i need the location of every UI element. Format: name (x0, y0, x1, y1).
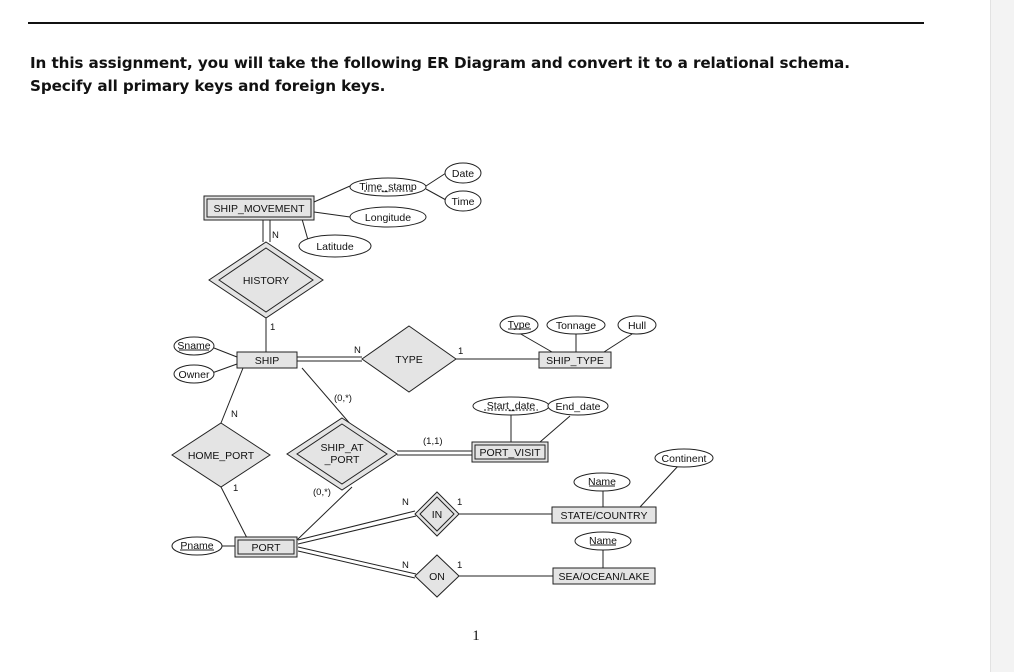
port-visit-label: PORT_VISIT (479, 447, 541, 459)
entity-ship: SHIP (236, 351, 298, 369)
attr-continent-oval (654, 448, 714, 468)
attr-latitude: Latitude (316, 241, 354, 253)
entity-port-visit: PORT_VISIT (471, 441, 549, 463)
attr-owner-oval (173, 364, 215, 384)
attr-owner: Owner (179, 369, 210, 381)
attr-name-state-oval (573, 472, 631, 492)
card-history-1: 1 (270, 322, 275, 333)
ship-at-port-label-1: SHIP_AT (321, 442, 365, 454)
relationship-history: HISTORY (208, 241, 324, 319)
attr-hull: Hull (628, 320, 646, 332)
card-ship-at-visit: (1,1) (423, 436, 443, 447)
entity-sea-ocean-lake: SEA/OCEAN/LAKE (552, 567, 656, 585)
entity-port: PORT (234, 536, 298, 558)
relationship-on: ON (414, 554, 460, 598)
state-country-label: STATE/COUNTRY (561, 510, 648, 522)
ship-label: SHIP (255, 355, 280, 367)
document-page: In this assignment, you will take the fo… (28, 22, 930, 644)
attr-longitude: Longitude (365, 212, 411, 224)
top-rule (28, 22, 924, 24)
card-type-n: N (354, 345, 361, 356)
attr-type: Type (508, 319, 531, 331)
attr-name-state: Name (588, 476, 616, 488)
history-label: HISTORY (243, 275, 289, 287)
card-on-n: N (402, 560, 409, 571)
attr-start-date: Start_date (487, 400, 536, 412)
attr-hull-oval (617, 315, 657, 335)
instruction-line-1: In this assignment, you will take the fo… (30, 54, 850, 72)
card-in-1: 1 (457, 497, 462, 508)
entity-ship-type: SHIP_TYPE (538, 351, 612, 369)
attr-tonnage: Tonnage (556, 320, 596, 332)
card-on-1: 1 (457, 560, 462, 571)
relationship-ship-at-port: SHIP_AT _PORT (286, 417, 398, 491)
entity-state-country: STATE/COUNTRY (551, 506, 657, 524)
ship-type-label: SHIP_TYPE (546, 355, 604, 367)
card-home-port-n: N (231, 409, 238, 420)
attr-name-sea: Name (589, 535, 617, 547)
card-home-port-1: 1 (233, 483, 238, 494)
attr-end-date-oval (547, 396, 609, 416)
right-side-panel (990, 0, 1014, 672)
sea-ocean-lake-label: SEA/OCEAN/LAKE (558, 571, 649, 583)
attr-tonnage-oval (546, 315, 606, 335)
card-ship-at-ship: (0,*) (334, 393, 352, 404)
instruction-line-2: Specify all primary keys and foreign key… (30, 77, 386, 95)
card-in-n: N (402, 497, 409, 508)
attr-sname: Sname (177, 340, 210, 352)
in-label: IN (432, 509, 443, 521)
attr-time-stamp: Time_stamp (359, 181, 417, 193)
card-ship-at-port: (0,*) (313, 487, 331, 498)
attr-time-oval (444, 190, 482, 212)
on-label: ON (429, 571, 445, 583)
card-type-1: 1 (458, 346, 463, 357)
relationship-home-port: HOME_PORT (171, 422, 271, 488)
attr-pname: Pname (180, 540, 213, 552)
home-port-label: HOME_PORT (188, 450, 255, 462)
attr-longitude-oval (349, 206, 427, 228)
relationship-in: IN (414, 491, 460, 537)
attr-date-oval (444, 162, 482, 184)
attr-date: Date (452, 168, 474, 180)
ship-movement-label: SHIP_MOVEMENT (213, 203, 305, 215)
attr-continent: Continent (662, 453, 707, 465)
relationship-type: TYPE (361, 325, 457, 393)
page-number: 1 (472, 628, 480, 644)
attr-time: Time (452, 196, 475, 208)
ship-at-port-label-2: _PORT (324, 454, 360, 466)
attr-end-date: End_date (556, 401, 601, 413)
attr-name-sea-oval (574, 531, 632, 551)
assignment-instructions: In this assignment, you will take the fo… (30, 52, 930, 98)
card-history-n: N (272, 230, 279, 241)
entity-ship-movement: SHIP_MOVEMENT (203, 195, 315, 221)
type-relationship-label: TYPE (395, 354, 422, 366)
er-diagram: SHIP_MOVEMENT SHIP SHIP_TYPE PORT_VISIT … (171, 162, 714, 598)
attr-latitude-oval (298, 234, 372, 258)
port-label: PORT (252, 542, 282, 554)
